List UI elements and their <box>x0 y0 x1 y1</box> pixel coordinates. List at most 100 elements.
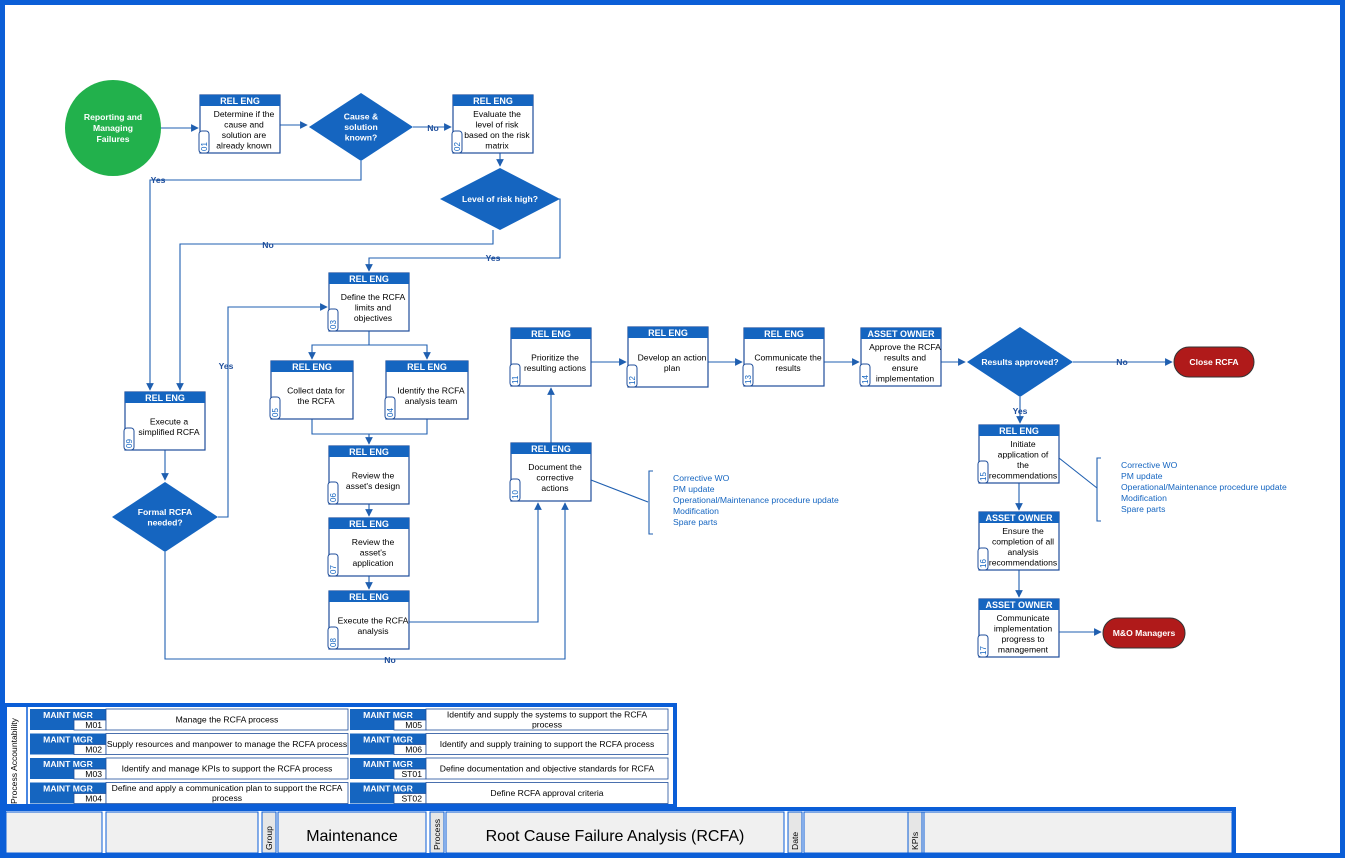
acc-text: Supply resources and manpower to manage … <box>107 739 347 749</box>
role-label: REL ENG <box>764 329 804 339</box>
terminal-close[interactable]: Close RCFA <box>1173 346 1255 378</box>
role-label: REL ENG <box>531 444 571 454</box>
role-header <box>125 392 205 403</box>
footer-label: Process <box>432 819 442 850</box>
role-label: REL ENG <box>349 592 389 602</box>
decision-text: Level of risk high? <box>462 194 538 204</box>
footer-cell-1 <box>105 811 259 854</box>
terminal-mo[interactable]: M&O Managers <box>1102 617 1186 649</box>
output-item: Operational/Maintenance procedure update <box>673 495 839 505</box>
role-header <box>200 95 280 106</box>
acc-role: MAINT MGR <box>43 759 93 769</box>
footer-label: Date <box>790 832 800 850</box>
connector <box>369 344 431 360</box>
acc-role: MAINT MGR <box>363 784 413 794</box>
acc-code: M03 <box>85 769 102 779</box>
acc-text: Identify and supply the systems to suppo… <box>447 710 647 730</box>
connector <box>164 502 569 660</box>
role-label: ASSET OWNER <box>985 513 1053 523</box>
footer-label: KPIs <box>910 832 920 850</box>
acc-code: M04 <box>85 794 102 804</box>
edge-label-no: No <box>262 240 273 250</box>
task-number: 07 <box>329 565 338 574</box>
output-item: Spare parts <box>1121 504 1165 514</box>
task-number: 04 <box>386 408 395 417</box>
role-header <box>329 591 409 602</box>
decision-d2[interactable]: Level of risk high? <box>440 168 560 230</box>
task-number: 08 <box>329 638 338 647</box>
edge-label-no: No <box>1116 357 1127 367</box>
acc-text: Identify and manage KPIs to support the … <box>122 764 333 774</box>
task-number: 16 <box>979 559 988 568</box>
task-number: 05 <box>271 408 280 417</box>
role-label: REL ENG <box>349 447 389 457</box>
role-header <box>979 599 1059 610</box>
role-label: REL ENG <box>349 274 389 284</box>
task-number: 13 <box>744 375 753 384</box>
task-number: 17 <box>979 646 988 655</box>
acc-role: MAINT MGR <box>43 710 93 720</box>
terminal-label: Close RCFA <box>1189 357 1238 367</box>
decision-d4[interactable]: Results approved? <box>967 327 1073 397</box>
role-header <box>861 328 941 339</box>
edge-label-yes: Yes <box>1013 406 1028 416</box>
acc-role: MAINT MGR <box>363 759 413 769</box>
role-header <box>979 512 1059 523</box>
role-label: REL ENG <box>220 96 260 106</box>
role-label: REL ENG <box>473 96 513 106</box>
role-header <box>628 327 708 338</box>
footer-value: Root Cause Failure Analysis (RCFA) <box>486 828 745 845</box>
task-number: 02 <box>453 142 462 151</box>
output-item: Spare parts <box>673 517 717 527</box>
task-number: 14 <box>861 375 870 384</box>
acc-role: MAINT MGR <box>43 784 93 794</box>
role-label: ASSET OWNER <box>985 600 1053 610</box>
connector <box>409 502 542 623</box>
edge-label-yes: Yes <box>486 253 501 263</box>
role-header <box>453 95 533 106</box>
acc-text: Define and apply a communication plan to… <box>112 783 343 803</box>
output-item: Corrective WO <box>673 473 730 483</box>
